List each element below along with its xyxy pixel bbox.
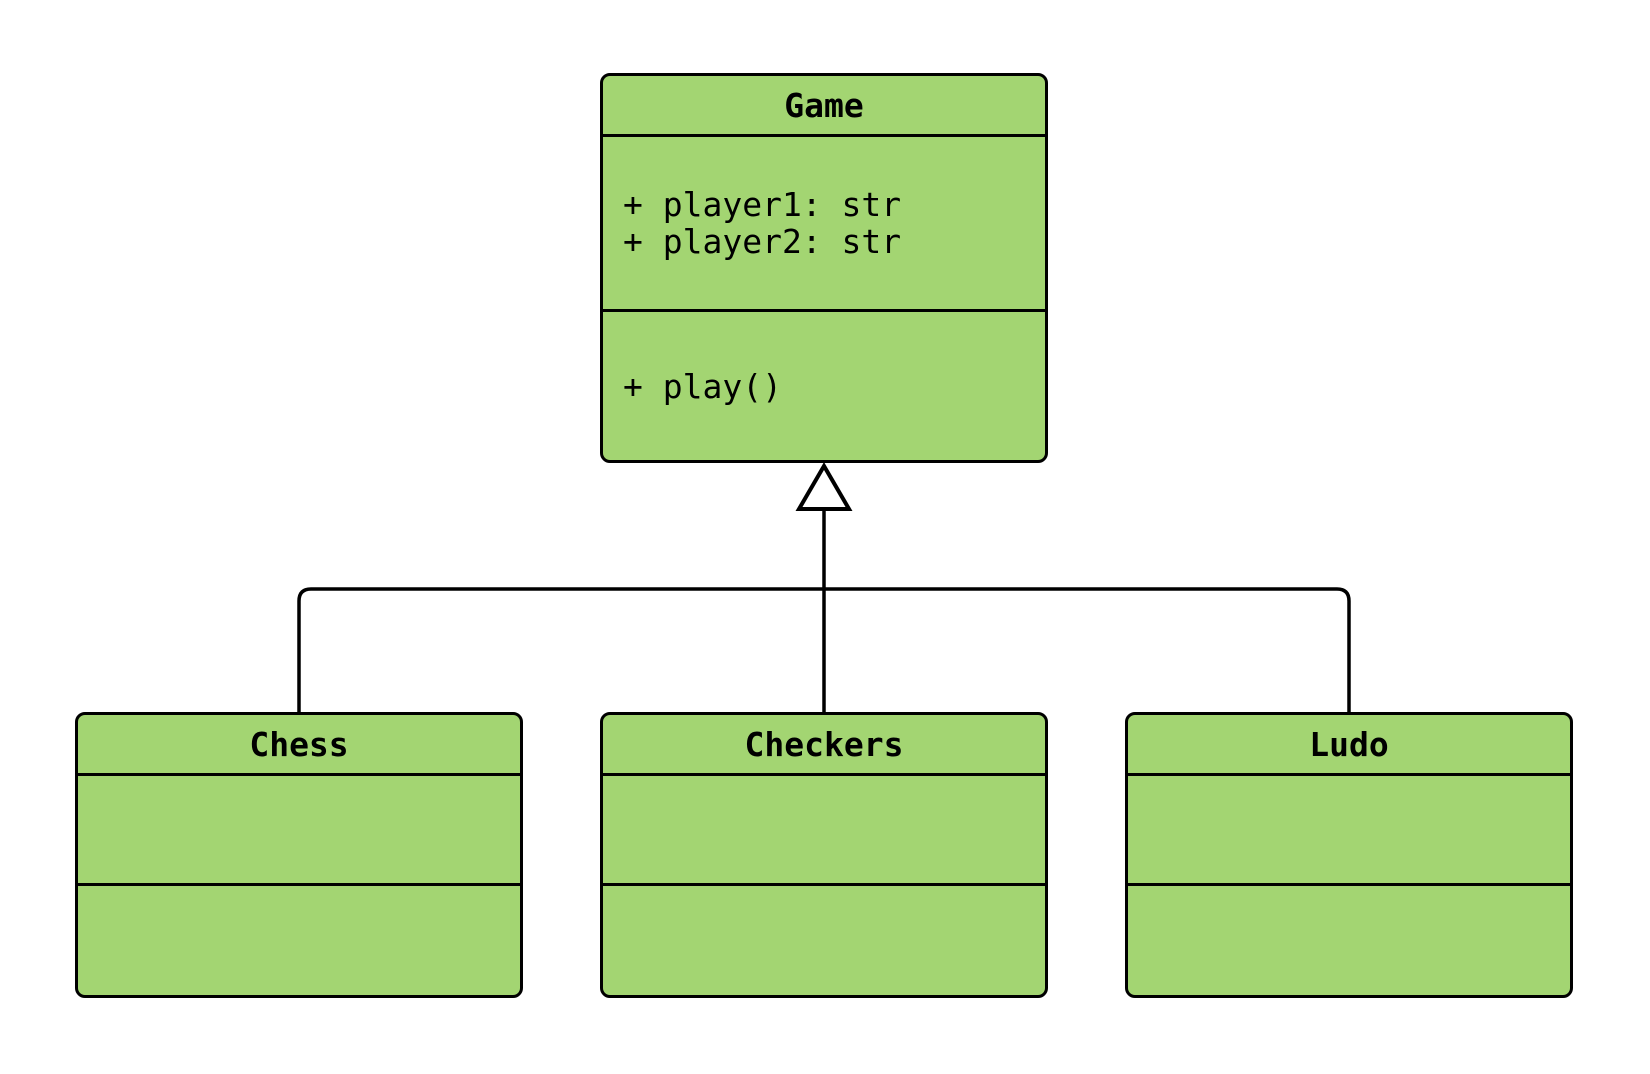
class-title: Ludo xyxy=(1128,715,1570,776)
connector-bus-chess-ludo xyxy=(297,587,1351,712)
class-title: Chess xyxy=(78,715,520,776)
class-attributes xyxy=(603,776,1045,886)
class-node-game: Game + player1: str + player2: str + pla… xyxy=(600,73,1048,463)
class-methods: + play() xyxy=(603,312,1045,460)
class-node-checkers: Checkers xyxy=(600,712,1048,998)
class-attributes xyxy=(78,776,520,886)
class-methods xyxy=(603,886,1045,995)
inheritance-triangle-icon xyxy=(795,462,853,511)
class-method: + play() xyxy=(623,366,782,406)
class-attribute: + player2: str xyxy=(623,222,902,261)
class-attributes xyxy=(1128,776,1570,886)
class-methods xyxy=(78,886,520,995)
class-title: Checkers xyxy=(603,715,1045,776)
class-methods xyxy=(1128,886,1570,995)
class-title: Game xyxy=(603,76,1045,137)
class-attribute: + player1: str xyxy=(623,185,902,224)
class-attributes: + player1: str + player2: str xyxy=(603,137,1045,312)
class-node-ludo: Ludo xyxy=(1125,712,1573,998)
class-node-chess: Chess xyxy=(75,712,523,998)
